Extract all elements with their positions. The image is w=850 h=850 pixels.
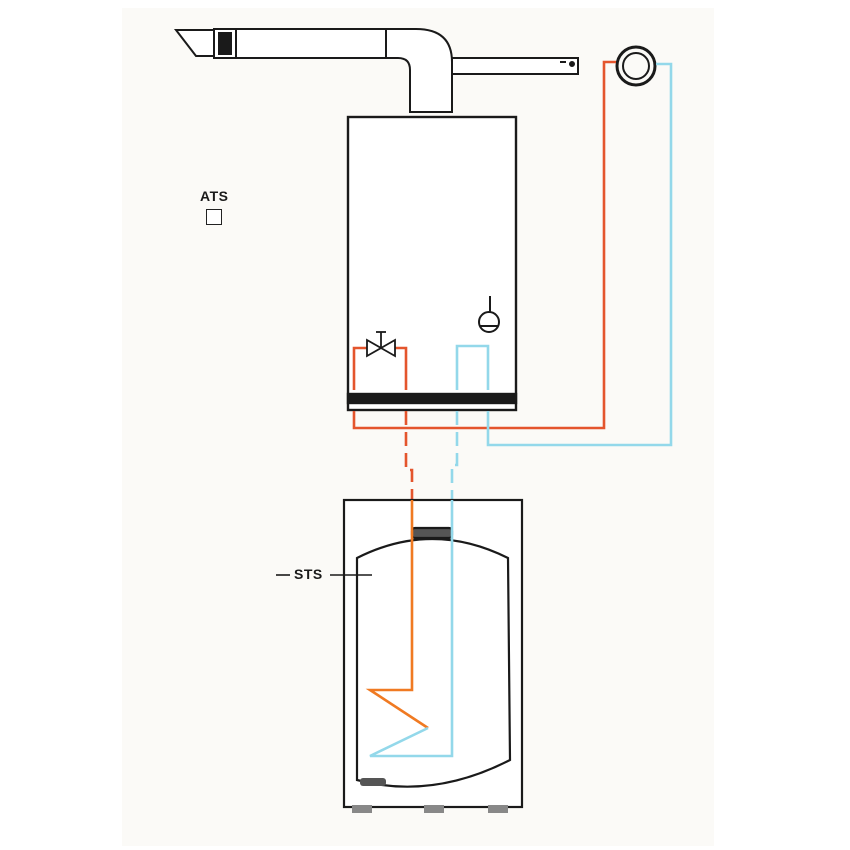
outdoor-temperature-sensor bbox=[206, 209, 222, 225]
cylinder-flow-dashed bbox=[404, 411, 414, 500]
coil-cold-leg bbox=[369, 500, 454, 758]
storage-tank bbox=[355, 538, 512, 788]
tank-top-fitting bbox=[410, 526, 454, 540]
boiler-casing bbox=[346, 115, 518, 412]
cylinder-return-dashed bbox=[450, 411, 459, 500]
flue-straight-section bbox=[235, 28, 387, 59]
air-intake-pipe bbox=[451, 57, 579, 75]
flue-pipe bbox=[173, 28, 579, 113]
radiator-return-pipe bbox=[486, 62, 673, 447]
coil-hot-leg bbox=[365, 500, 429, 730]
boiler-unit bbox=[346, 115, 518, 412]
tank-drain bbox=[360, 778, 386, 786]
radiator-icon bbox=[615, 45, 657, 87]
flue-terminal-icon bbox=[173, 29, 215, 57]
flue-elbow bbox=[385, 28, 453, 113]
three-way-valve-icon bbox=[366, 331, 396, 358]
radiator-flow-pipe bbox=[352, 60, 616, 430]
ats-label: ATS bbox=[200, 188, 229, 204]
cylinder-unit bbox=[342, 498, 524, 813]
flue-seal bbox=[218, 32, 232, 55]
boiler-base-strip bbox=[346, 392, 518, 405]
pump-icon bbox=[478, 296, 500, 333]
boiler-hot-loop bbox=[352, 346, 408, 390]
sts-label: STS bbox=[294, 566, 323, 582]
boiler-cold-loop bbox=[455, 344, 490, 390]
